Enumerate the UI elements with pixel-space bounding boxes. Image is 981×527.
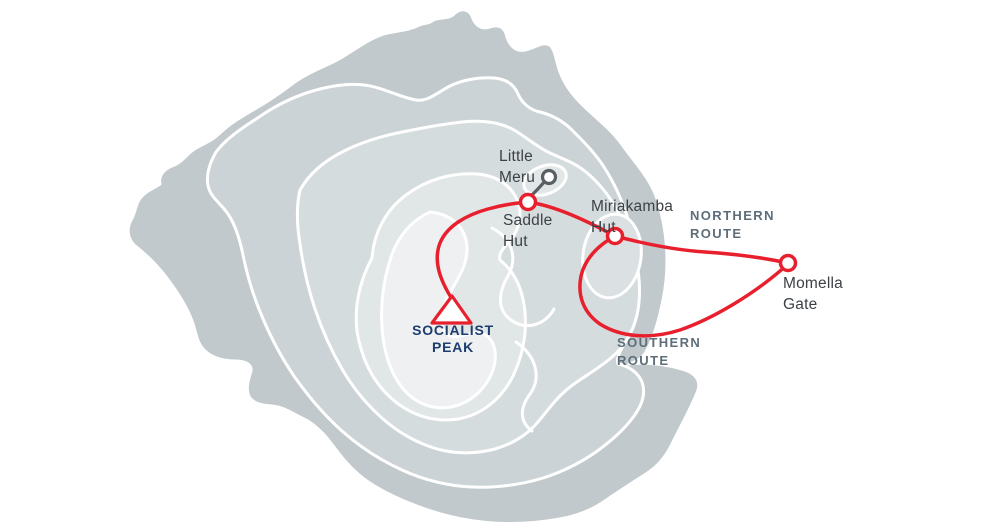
northern-route-line — [613, 234, 790, 265]
socialist-peak-label: SOCIALIST PEAK — [412, 322, 494, 355]
southern-route-line — [578, 234, 790, 338]
socialist-peak-triangle-icon — [430, 294, 473, 325]
contour-level-5 — [380, 210, 497, 410]
summit-route-line — [435, 200, 617, 301]
momella-gate-marker-icon — [778, 253, 798, 273]
southern-route-label: SOUTHERN ROUTE — [617, 335, 702, 368]
saddle-hut-label: Saddle Hut — [503, 212, 553, 250]
crater-detail-line-1 — [490, 226, 556, 328]
miriakamba-hut-label: Miriakamba Hut — [591, 198, 674, 236]
saddle-hut-marker-icon — [518, 192, 538, 212]
miriakamba-terrain-patch — [581, 212, 643, 300]
little-meru-marker-icon — [540, 168, 558, 186]
little-meru-label: Little Meru — [499, 148, 536, 186]
miriakamba-hut-marker-icon — [605, 226, 625, 246]
momella-gate-label: Momella Gate — [783, 275, 843, 313]
crater-detail-line-2 — [514, 340, 538, 433]
northern-route-label: NORTHERN ROUTE — [690, 208, 775, 241]
